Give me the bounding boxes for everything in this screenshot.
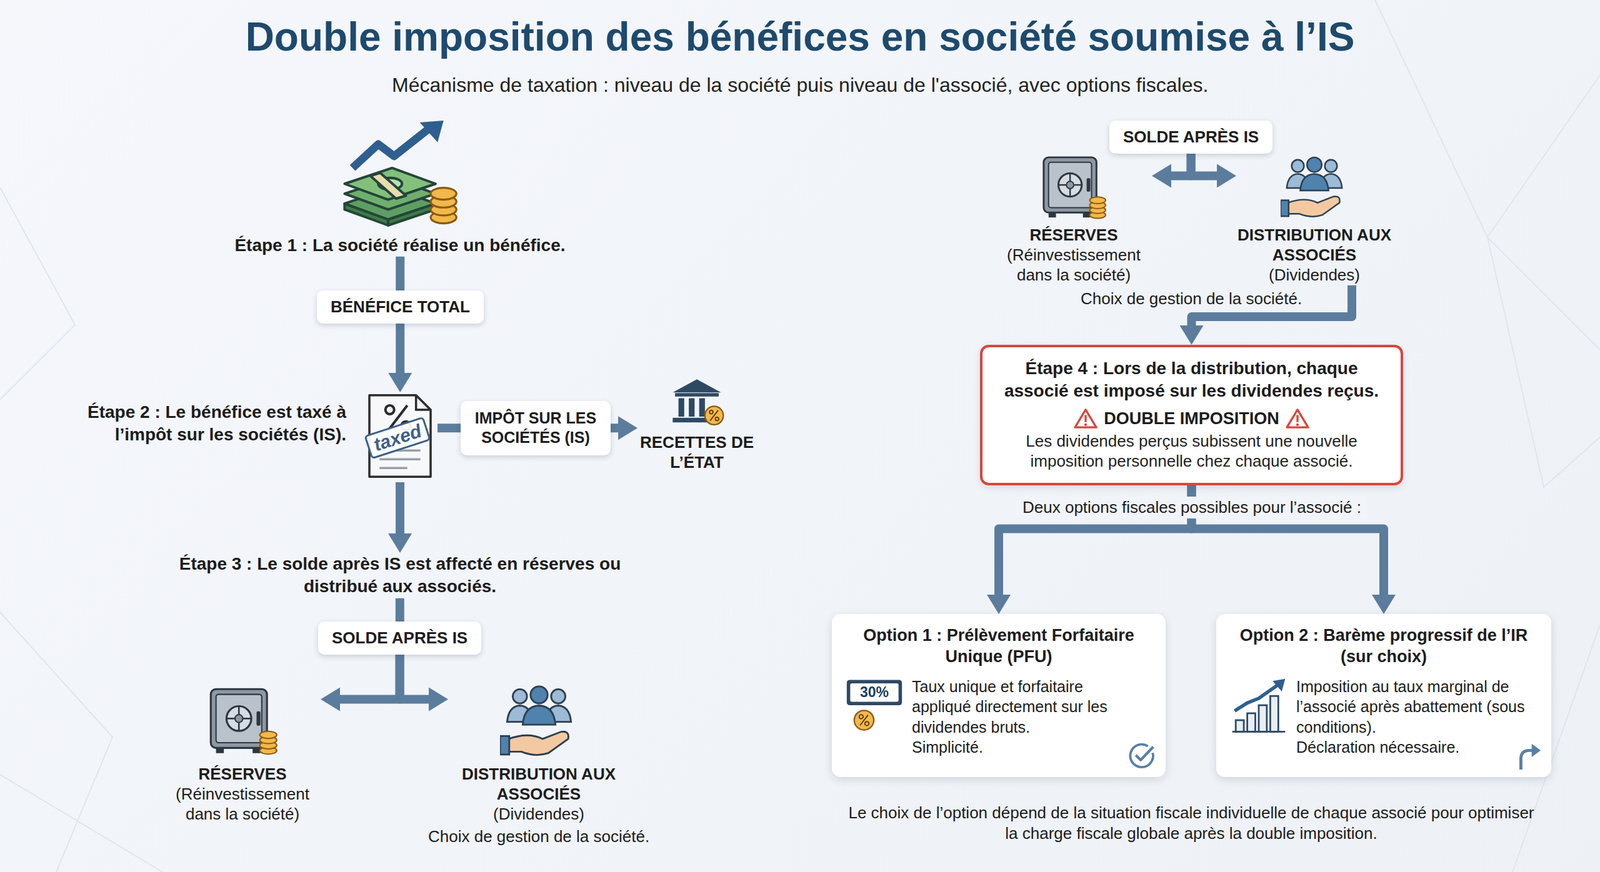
step-node: Étape 1 : La société réalise un bénéfice… (175, 118, 625, 257)
node-title: RÉSERVES (198, 764, 287, 785)
node-subtext: (Réinvestissement dans la société) (164, 784, 321, 825)
node-subtext: (Réinvestissement dans la société) (995, 245, 1152, 285)
decor-line (1487, 237, 1600, 488)
node-title: RÉSERVES (1029, 225, 1118, 245)
flow-arrow (395, 482, 405, 535)
card-title: Option 1 : Prélèvement Forfaitaire Uniqu… (845, 625, 1152, 669)
node-title: BÉNÉFICE TOTAL (330, 296, 470, 318)
alert-row: DOUBLE IMPOSITION (996, 408, 1387, 430)
flow-tag: SOLDE APRÈS IS (1109, 120, 1273, 154)
card-text: Imposition au taux marginal de l’associé… (1296, 676, 1525, 739)
card-text: Simplicité. (911, 737, 1140, 759)
flow-tag: SOLDE APRÈS IS (318, 621, 482, 655)
flow-tag: IMPÔT SUR LES SOCIÉTÉS (IS) (460, 401, 611, 456)
turn-icon (1512, 741, 1543, 772)
bank-icon (668, 376, 726, 429)
alert-text: Les dividendes perçus subissent une nouv… (996, 431, 1387, 472)
dividend-node: DISTRIBUTION AUX ASSOCIÉS(Dividendes) (1236, 153, 1393, 286)
node-title: Étape 1 : La société réalise un bénéfice… (234, 235, 565, 257)
note-text: Choix de gestion de la société. (428, 827, 650, 847)
node-title: IMPÔT SUR LES SOCIÉTÉS (IS) (469, 408, 602, 449)
people-icon (500, 682, 579, 761)
flow-arrow (395, 256, 405, 291)
subtitle: Mécanisme de taxation : niveau de la soc… (391, 73, 1209, 97)
node-subtext: (Dividendes) (493, 804, 585, 825)
card-body: Taux unique et forfaitaire appliqué dire… (911, 676, 1152, 759)
vault-icon (206, 682, 279, 761)
step-title: Étape 4 : Lors de la distribution, chaqu… (996, 357, 1387, 402)
footnote: Le choix de l’option dépend de la situat… (847, 803, 1535, 844)
check-icon (1126, 741, 1157, 772)
diagram-title: Double imposition des bénéfices en socié… (0, 13, 1600, 60)
node-title: SOLDE APRÈS IS (331, 628, 468, 649)
flow-arrow (395, 598, 405, 622)
vault-icon (1040, 153, 1108, 222)
decor-line (1375, 0, 1488, 238)
alert-box: Étape 4 : Lors de la distribution, chaqu… (980, 345, 1404, 486)
card-text: Déclaration nécessaire. (1296, 737, 1525, 759)
flow-arrow (1191, 153, 1218, 177)
decor-line (0, 612, 113, 872)
flow-tag: BÉNÉFICE TOTAL (316, 290, 484, 324)
node-title: Étape 3 : Le solde après IS est affecté … (156, 553, 644, 599)
reserve-node: RÉSERVES(Réinvestissement dans la sociét… (995, 153, 1152, 286)
flow-arrow (339, 655, 400, 700)
card-text: Taux unique et forfaitaire appliqué dire… (911, 676, 1140, 739)
money-icon (340, 118, 460, 232)
card-row: Taux unique et forfaitaire appliqué dire… (845, 676, 1152, 759)
option-card: Option 2 : Barème progressif de l’IR (su… (1216, 614, 1552, 778)
flow-arrow (395, 323, 405, 375)
flow-arrow (610, 423, 619, 433)
node-title: Étape 2 : Le bénéfice est taxé à l’impôt… (77, 401, 347, 447)
flow-arrow (437, 423, 461, 433)
alert-title: DOUBLE IMPOSITION (1103, 409, 1280, 429)
node-title: RECETTES DE L’ÉTAT (637, 432, 757, 473)
decor-line (1487, 75, 1600, 350)
warn-icon (1285, 408, 1310, 430)
people-icon (1280, 153, 1349, 222)
branch-note: Deux options fiscales possibles pour l’a… (1016, 496, 1368, 519)
card-row: Imposition au taux marginal de l’associé… (1230, 676, 1538, 759)
card-title: Option 2 : Barème progressif de l’IR (su… (1230, 625, 1538, 669)
reserve-node: RÉSERVES(Réinvestissement dans la sociét… (164, 682, 321, 825)
node-title: DISTRIBUTION AUX ASSOCIÉS (1236, 225, 1393, 265)
dividend-node: DISTRIBUTION AUX ASSOCIÉS(Dividendes) (448, 682, 630, 825)
warn-icon (1073, 408, 1098, 430)
decor-line (0, 775, 163, 872)
card-body: Imposition au taux marginal de l’associé… (1296, 676, 1538, 759)
flow-arrow (400, 655, 430, 700)
state-node: RECETTES DE L’ÉTAT (637, 376, 757, 473)
chart-icon (1230, 676, 1288, 735)
rate-badge: 30% (860, 684, 889, 702)
node-title: SOLDE APRÈS IS (1123, 126, 1259, 148)
node-title: DISTRIBUTION AUX ASSOCIÉS (448, 764, 630, 805)
decor-line (0, 187, 75, 400)
node-subtext: (Dividendes) (1268, 265, 1360, 285)
note-text: Choix de gestion de la société. (1080, 289, 1302, 309)
step-node: Étape 3 : Le solde après IS est affecté … (156, 553, 644, 599)
